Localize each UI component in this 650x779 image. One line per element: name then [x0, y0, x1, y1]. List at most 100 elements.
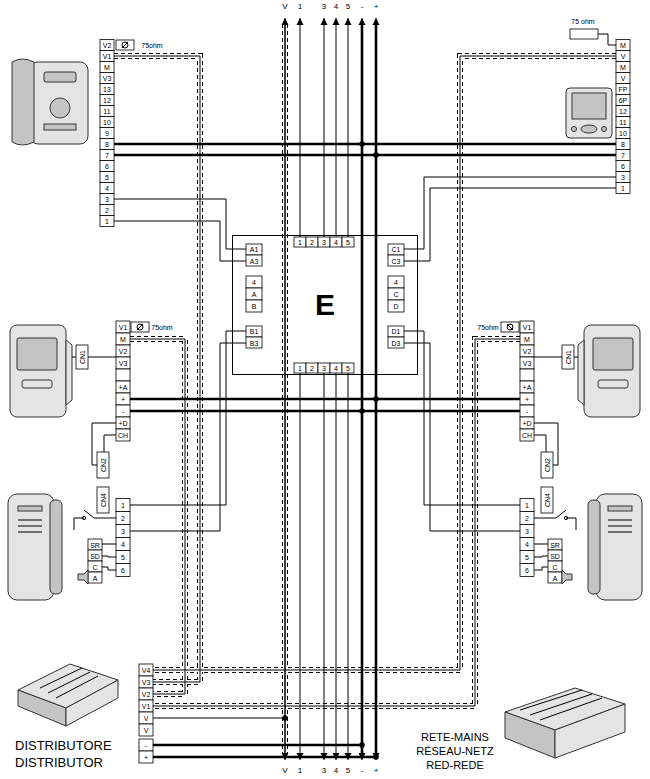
terminal-cell	[116, 381, 130, 393]
device-name: RETE-MAINS	[421, 732, 489, 743]
terminal-cell	[139, 751, 153, 763]
terminal-cell	[246, 244, 262, 255]
terminal-cell	[139, 688, 153, 700]
device-name: DISTRIBUTORE	[15, 739, 112, 752]
pin-label: 3	[621, 174, 625, 181]
terminal-cell	[116, 538, 130, 551]
terminal-cell	[520, 564, 534, 577]
terminal-cell	[246, 337, 262, 348]
pin-label: 2	[525, 515, 529, 522]
device-name: RÉSEAU-NETZ	[416, 746, 494, 757]
pin-label: +	[525, 396, 529, 403]
terminal-cell	[520, 525, 534, 538]
pin-label: CH	[118, 432, 128, 439]
pin-label: 4	[334, 365, 338, 372]
pin-label: 3	[322, 365, 326, 372]
pin-label: A3	[250, 258, 259, 265]
terminal-cell	[520, 381, 534, 393]
terminal-cell	[116, 564, 130, 577]
pin-label: 5	[525, 554, 529, 561]
pin-label: M	[524, 336, 530, 343]
signal-wire	[114, 177, 616, 531]
terminal-cell	[306, 363, 318, 373]
bus-label: V	[282, 767, 287, 775]
terminal-cell	[100, 172, 114, 183]
pin-label: V2	[523, 348, 532, 355]
bus-label: 3	[322, 767, 326, 775]
terminal-cell	[342, 363, 354, 373]
terminal-cell	[116, 525, 130, 538]
bus-label: 1	[298, 3, 302, 11]
terminal-cell	[116, 417, 130, 429]
pin-label: 3	[105, 196, 109, 203]
junction-box: E	[232, 235, 418, 375]
terminal-cell	[139, 676, 153, 688]
resistor-value: 75ohm	[477, 324, 498, 331]
bus-label: 4	[334, 767, 338, 775]
pin-label: B1	[250, 328, 259, 335]
pin-label: 5	[346, 365, 350, 372]
connector-name: CN1	[565, 350, 572, 364]
terminal-cell	[306, 237, 318, 247]
terminal-cell	[520, 345, 534, 357]
terminal-cell	[246, 276, 262, 288]
resistor-value: 75ohm	[151, 324, 172, 331]
pin-label: +	[144, 754, 148, 761]
terminal-cell	[388, 300, 404, 312]
pin-label: 12	[619, 108, 627, 115]
connector-name: CN4	[100, 493, 107, 507]
terminal-cell	[116, 551, 130, 564]
pin-label: 6	[525, 567, 529, 574]
terminal-cell	[342, 237, 354, 247]
terminal-cell	[520, 393, 534, 405]
terminal-cell	[100, 84, 114, 95]
pin-label: V1	[103, 53, 112, 60]
terminal-cell	[616, 84, 630, 95]
terminal-cell	[100, 62, 114, 73]
pin-label: 1	[105, 218, 109, 225]
terminal-cell	[139, 739, 153, 751]
pin-label: V2	[103, 42, 112, 49]
terminal-cell	[520, 321, 534, 333]
terminal-cell	[246, 288, 262, 300]
terminal-cell	[116, 405, 130, 417]
pin-label: 12	[103, 97, 111, 104]
terminal-cell	[388, 337, 404, 348]
device-name: DISTRIBUTOR	[15, 756, 103, 769]
terminal-cell	[616, 73, 630, 84]
pin-label: 1	[121, 502, 125, 509]
pin-label: 7	[105, 152, 109, 159]
monitor-illustration	[566, 88, 612, 138]
pin-label: +D	[522, 420, 531, 427]
pin-label: 2	[310, 365, 314, 372]
pin-label: V2	[142, 691, 151, 698]
pin-label: 2	[310, 239, 314, 246]
terminal-cell	[100, 161, 114, 172]
intercom-illustration	[12, 59, 88, 145]
terminal-cell	[520, 369, 534, 381]
pin-label: -	[145, 742, 147, 749]
pin-label: D1	[392, 328, 401, 335]
pin-label: 7	[621, 152, 625, 159]
pin-label: V	[144, 715, 149, 722]
distributor-illustration	[18, 664, 118, 726]
terminal-cell	[616, 117, 630, 128]
pin-label: V3	[103, 75, 112, 82]
terminal-cell	[388, 276, 404, 288]
pin-label: V	[621, 75, 626, 82]
resistor-symbol	[570, 29, 616, 45]
bus-label: 5	[346, 3, 350, 11]
pin-label: M	[120, 336, 126, 343]
pin-label: 5	[105, 174, 109, 181]
terminal-cell	[520, 512, 534, 525]
pin-label: 6P	[619, 97, 628, 104]
terminal-cell	[616, 106, 630, 117]
resistor-symbol	[116, 40, 134, 50]
pin-label: 5	[346, 239, 350, 246]
bus-label: -	[361, 3, 364, 11]
pin-label: V2	[119, 348, 128, 355]
pin-label: V	[621, 53, 626, 60]
terminal-cell	[388, 326, 404, 337]
terminal-cell	[116, 357, 130, 369]
